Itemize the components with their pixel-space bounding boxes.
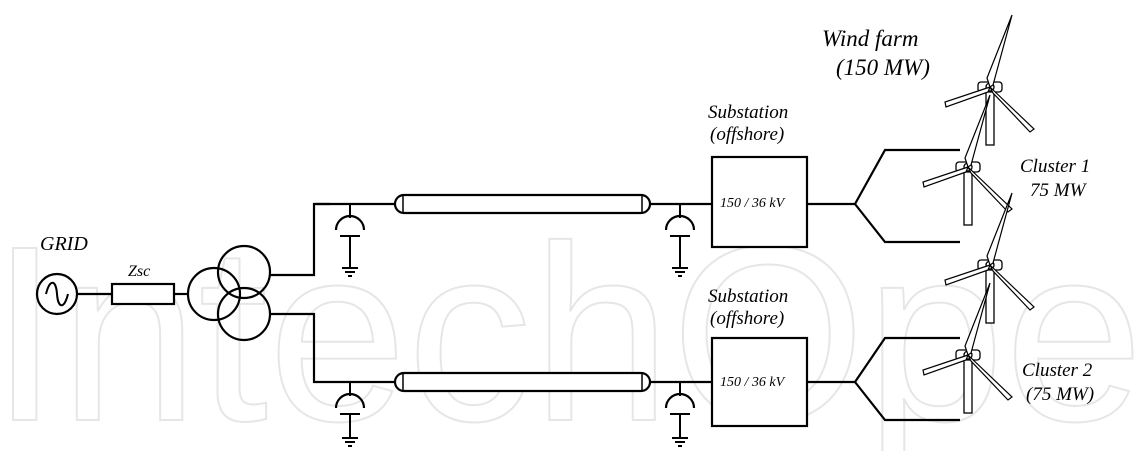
substation-bottom-title: Substation	[708, 286, 788, 307]
cluster2-title: Cluster 2	[1022, 360, 1093, 381]
wind-farm-title: Wind farm	[822, 26, 918, 51]
cluster1-capacity: 75 MW	[1030, 180, 1088, 201]
three-winding-transformer	[186, 244, 272, 342]
substation-bottom-box	[710, 336, 809, 428]
zsc-label: Zsc	[128, 263, 150, 280]
shunt-capacitor-top-right	[664, 204, 696, 277]
cluster1-title: Cluster 1	[1020, 156, 1090, 177]
substation-top-rating: 150 / 36 kV	[720, 196, 786, 211]
grid-source-symbol	[35, 272, 79, 316]
watermark-text: IntechOpen	[0, 194, 1145, 451]
shunt-capacitor-bottom-left	[334, 382, 366, 447]
substation-bottom-rating: 150 / 36 kV	[720, 375, 786, 390]
substation-top-title: Substation	[708, 102, 788, 123]
shunt-capacitor-top-left	[334, 204, 366, 277]
zsc-impedance	[110, 282, 176, 306]
wind-farm-capacity: (150 MW)	[836, 55, 930, 80]
wind-turbine-icon	[944, 14, 1035, 146]
substation-top-subtitle: (offshore)	[710, 124, 784, 145]
substation-top-box	[710, 155, 809, 249]
shunt-capacitor-bottom-right	[664, 382, 696, 447]
substation-bottom-subtitle: (offshore)	[710, 308, 784, 329]
cable-top	[393, 193, 652, 215]
grid-label: GRID	[40, 233, 88, 255]
cable-bottom	[393, 371, 652, 393]
cluster2-capacity: (75 MW)	[1026, 384, 1094, 405]
